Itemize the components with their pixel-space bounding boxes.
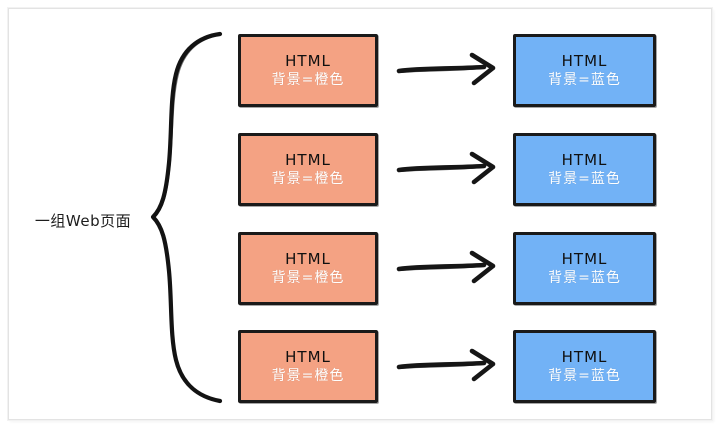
target-page-box[interactable]: HTML 背景=蓝色 [513,133,656,206]
source-page-subtitle: 背景=橙色 [271,269,345,286]
right-arrow-icon [396,348,496,382]
target-page-subtitle: 背景=蓝色 [548,170,621,187]
right-arrow-icon [396,250,496,284]
right-arrow-icon [396,52,496,86]
target-page-title: HTML [561,51,608,70]
curly-brace-icon [150,31,223,404]
source-page-title: HTML [285,347,331,366]
source-page-title: HTML [285,150,331,169]
flow-row: HTML 背景=橙色 HTML 背景=蓝色 [0,34,720,110]
source-page-box[interactable]: HTML 背景=橙色 [238,34,378,107]
target-page-subtitle: 背景=蓝色 [548,367,621,384]
source-page-title: HTML [285,249,331,268]
source-page-box[interactable]: HTML 背景=橙色 [238,330,378,403]
right-arrow-icon [396,151,496,185]
source-page-subtitle: 背景=橙色 [271,71,345,88]
source-page-subtitle: 背景=橙色 [271,367,345,384]
target-page-box[interactable]: HTML 背景=蓝色 [513,232,656,305]
source-page-title: HTML [285,51,331,70]
target-page-subtitle: 背景=蓝色 [548,71,621,88]
flow-row: HTML 背景=橙色 HTML 背景=蓝色 [0,232,720,308]
target-page-subtitle: 背景=蓝色 [548,269,621,286]
target-page-title: HTML [561,150,608,169]
flow-row: HTML 背景=橙色 HTML 背景=蓝色 [0,133,720,209]
target-page-title: HTML [561,249,608,268]
target-page-box[interactable]: HTML 背景=蓝色 [513,330,656,403]
group-label: 一组Web页面 [34,212,132,230]
source-page-box[interactable]: HTML 背景=橙色 [238,133,378,206]
source-page-box[interactable]: HTML 背景=橙色 [238,232,378,305]
target-page-box[interactable]: HTML 背景=蓝色 [513,34,656,107]
target-page-title: HTML [561,347,608,366]
flow-row: HTML 背景=橙色 HTML 背景=蓝色 [0,330,720,406]
source-page-subtitle: 背景=橙色 [271,170,345,187]
